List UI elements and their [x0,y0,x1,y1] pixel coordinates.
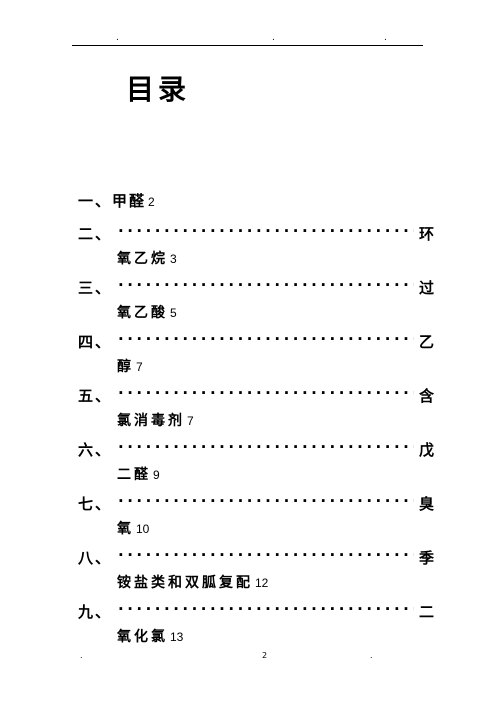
toc-page: 2 [148,195,155,209]
toc-page: 13 [170,630,184,644]
toc-leader: ................................... [118,218,414,236]
toc-entry-9[interactable]: 九、...................................二 氧… [78,596,436,650]
toc-page: 3 [170,252,177,266]
toc-entry-8[interactable]: 八、...................................季 铵… [78,542,436,596]
header-mark: . [384,33,387,43]
footer-page-number: 2 [262,651,268,660]
toc-text-start: 环 [418,225,436,243]
toc-page: 7 [187,414,194,428]
header-mark: . [272,33,275,43]
toc-number: 九、 [78,603,113,621]
toc-text-start: 含 [418,387,436,405]
toc-text-cont: 醇 [117,359,134,375]
toc-text-cont: 氧 [117,521,134,537]
toc-number: 一、 [78,192,113,210]
toc-number: 六、 [78,441,113,459]
toc-text-cont: 氧乙酸 [117,305,168,321]
toc-entry-5[interactable]: 五、...................................含 氯… [78,380,436,434]
toc-number: 三、 [78,279,113,297]
toc-number: 四、 [78,333,113,351]
toc-leader: ................................... [118,596,414,614]
toc-leader: ................................... [118,434,414,452]
footer-mark-right: . [370,651,373,660]
toc-entry-3[interactable]: 三、...................................过 氧… [78,272,436,326]
toc-text-start: 戊 [418,441,436,459]
toc-number: 七、 [78,495,113,513]
toc-text-cont: 氯消毒剂 [117,413,185,429]
toc-text-start: 乙 [418,333,436,351]
page-footer: . 2 . [80,651,380,661]
toc-text-cont: 氧乙烷 [117,251,168,267]
footer-mark-left: . [80,651,83,660]
toc-text-cont: 二醛 [117,467,151,483]
toc-text-cont: 氧化氯 [117,629,168,645]
toc-leader: ................................... [118,380,414,398]
page-header: . . . [72,33,423,46]
toc-leader: ................................... [118,542,414,560]
toc-entry-4[interactable]: 四、...................................乙 醇… [78,326,436,380]
toc-text-start: 二 [418,603,436,621]
toc-page: 7 [136,360,143,374]
toc-page: 5 [170,306,177,320]
toc-text-start: 臭 [418,495,436,513]
toc-entry-6[interactable]: 六、...................................戊 二… [78,434,436,488]
toc-number: 二、 [78,225,113,243]
header-mark: . [116,33,119,43]
toc-text-start: 季 [418,549,436,567]
toc-number: 八、 [78,549,113,567]
toc-page: 10 [136,522,150,536]
toc-leader: ................................... [118,488,414,506]
toc-number: 五、 [78,387,113,405]
toc-page: 12 [255,576,269,590]
toc-entry-2[interactable]: 二、...................................环 氧… [78,218,436,272]
toc-leader: ................................... [118,326,414,344]
toc-entry-7[interactable]: 七、...................................臭 氧… [78,488,436,542]
page-title: 目录 [126,73,191,106]
toc-page: 9 [153,468,160,482]
toc-text-cont: 铵盐类和双胍复配 [117,575,253,591]
toc-text: 甲醛 [112,192,147,210]
toc-text-start: 过 [418,279,436,297]
toc-leader: ................................... [118,272,414,290]
